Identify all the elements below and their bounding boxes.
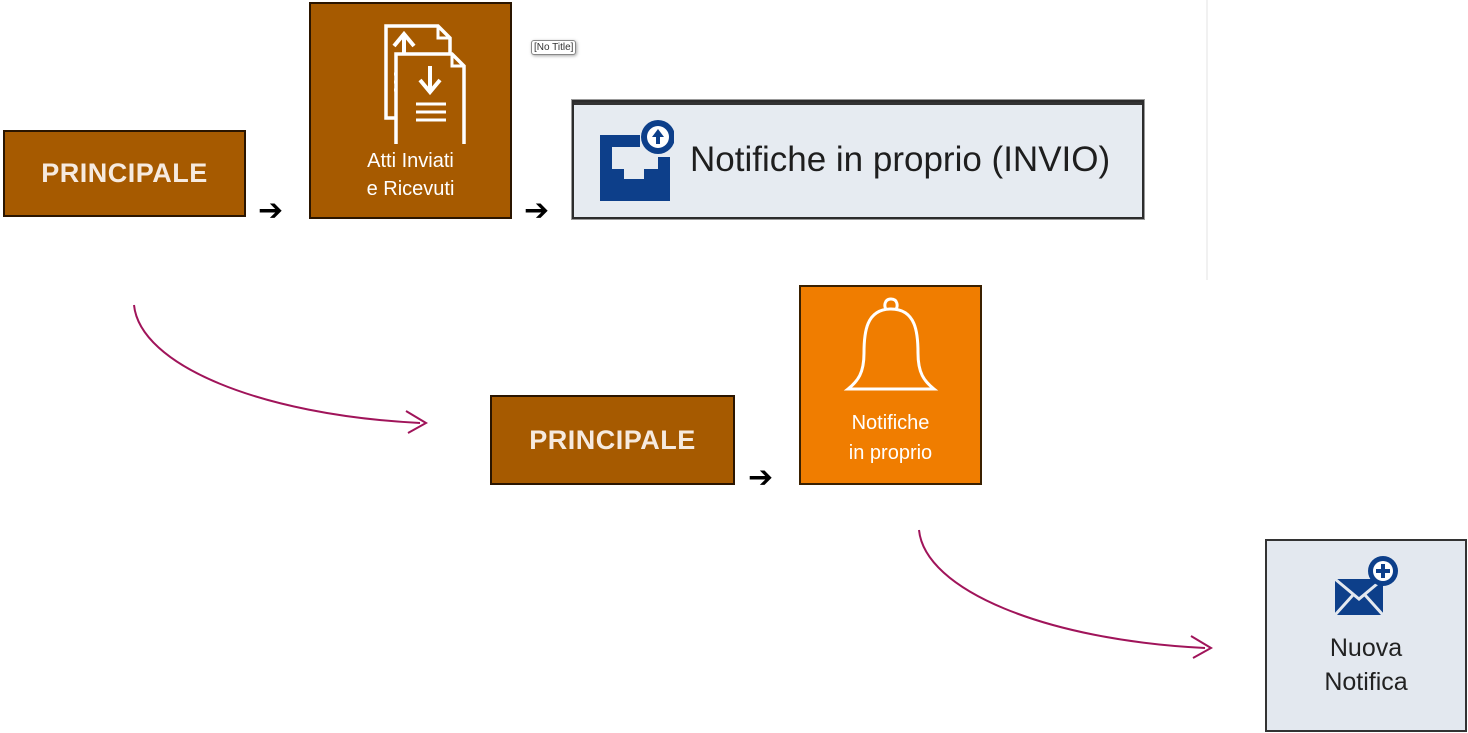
atti-caption-line1: Atti Inviati xyxy=(367,150,454,172)
principale-button[interactable]: PRINCIPALE xyxy=(490,395,735,485)
principale-button[interactable]: PRINCIPALE xyxy=(3,130,246,217)
principale-label: PRINCIPALE xyxy=(529,424,696,455)
divider-line xyxy=(1206,0,1208,280)
envelope-plus-icon xyxy=(1333,556,1398,617)
notifiche-invio-label: Notifiche in proprio (INVIO) xyxy=(690,139,1111,179)
arrow-icon: ➔ xyxy=(748,460,774,495)
notifiche-caption-line2: in proprio xyxy=(848,442,933,464)
notifiche-caption-line1: Notifiche xyxy=(851,412,930,434)
notifiche-in-proprio-button[interactable]: Notifiche in proprio xyxy=(799,285,982,485)
atti-inviati-ricevuti-button[interactable]: Atti Inviati e Ricevuti xyxy=(309,2,512,219)
no-title-tooltip: [No Title] xyxy=(531,40,577,55)
nuova-notifica-button[interactable]: Nuova Notifica xyxy=(1265,539,1467,732)
atti-caption-line2: e Ricevuti xyxy=(366,178,455,200)
flow-connector-2 xyxy=(918,529,1213,659)
arrow-icon: ➔ xyxy=(258,193,284,228)
nuova-caption-line1: Nuova xyxy=(1329,634,1403,662)
nuova-caption-line2: Notifica xyxy=(1324,668,1408,696)
documents-icon xyxy=(383,24,466,144)
inbox-upload-icon xyxy=(600,119,674,201)
flow-connector-1 xyxy=(133,304,428,434)
arrow-icon: ➔ xyxy=(524,193,550,228)
notifiche-invio-button[interactable]: Notifiche in proprio (INVIO) xyxy=(572,100,1144,219)
bell-icon xyxy=(843,297,938,391)
principale-label: PRINCIPALE xyxy=(41,158,208,188)
